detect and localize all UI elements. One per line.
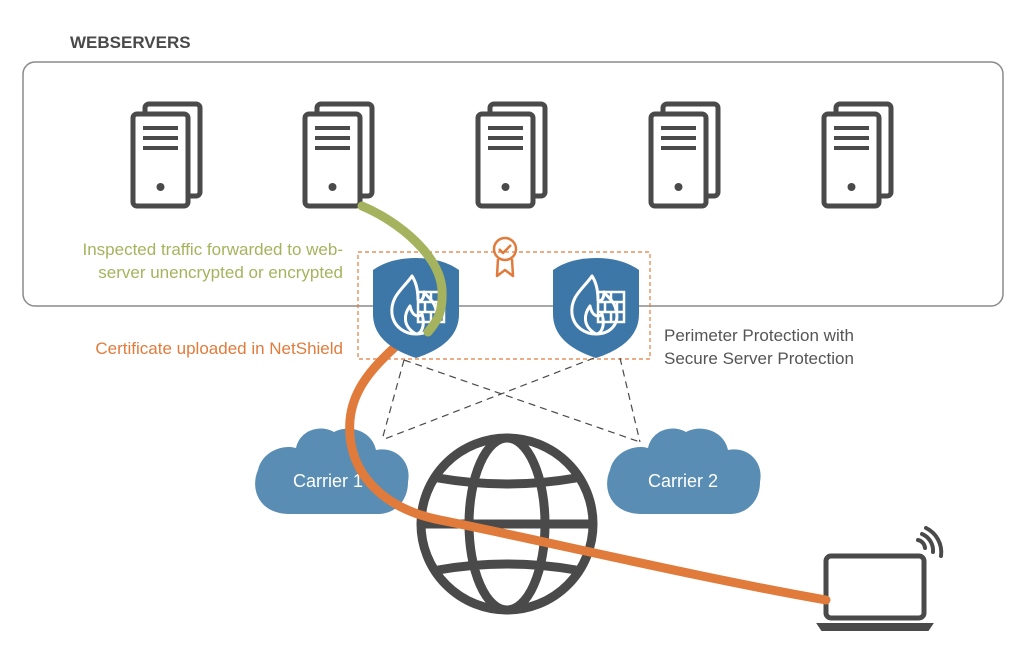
perimeter-protection-box	[357, 251, 651, 360]
globe-icon	[416, 433, 598, 615]
inspected-traffic-label-line2: server unencrypted or encrypted	[98, 263, 343, 282]
inspected-traffic-path	[357, 201, 447, 337]
carrier-1-cloud	[255, 428, 409, 514]
carrier-2-cloud	[607, 428, 761, 514]
certificate-label: Certificate uploaded in NetShield	[95, 339, 343, 358]
certificate-ribbon-icon	[492, 236, 518, 278]
section-title: WEBSERVERS	[70, 33, 191, 52]
server-icon	[133, 104, 200, 206]
wifi-signal-icon	[916, 526, 944, 558]
perimeter-protection-label-line1: Perimeter Protection with	[664, 326, 854, 345]
laptop-icon	[816, 553, 934, 631]
carrier-2-label: Carrier 2	[648, 471, 718, 491]
server-icon	[305, 104, 372, 206]
firewall-shield-icon	[371, 256, 461, 360]
network-links	[381, 357, 641, 443]
inspected-traffic-label-line1: Inspected traffic forwarded to web-	[83, 240, 344, 259]
firewall-shield-icon	[551, 256, 641, 360]
perimeter-protection-label-line2: Secure Server Protection	[664, 349, 854, 368]
encrypted-traffic-path	[345, 293, 831, 605]
server-icon	[824, 104, 891, 206]
server-icon	[651, 104, 718, 206]
carrier-1-label: Carrier 1	[293, 471, 363, 491]
server-icon	[478, 104, 545, 206]
webservers-box	[22, 61, 1004, 307]
